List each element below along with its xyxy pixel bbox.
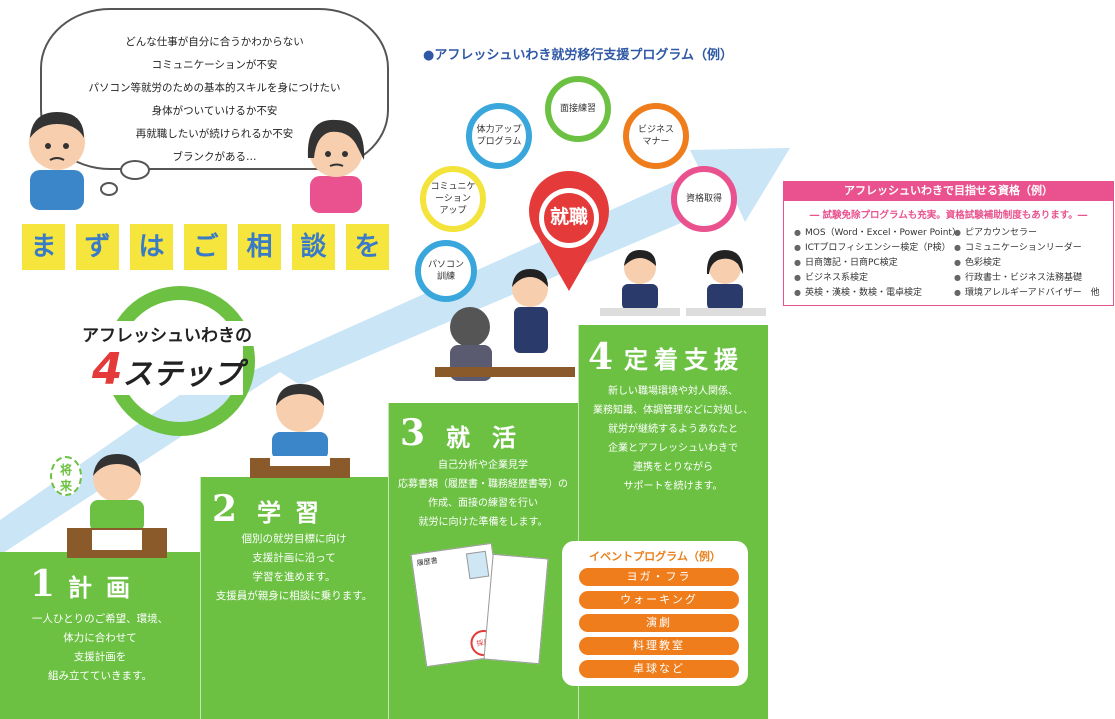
future-badge: 将 来 bbox=[50, 456, 82, 496]
bubble-puff bbox=[100, 182, 118, 196]
certification-item: 行政書士・ビジネス法務基礎 bbox=[954, 270, 1082, 283]
four-step-title: 4ステップ bbox=[92, 344, 243, 395]
event-item: 演劇 bbox=[579, 614, 739, 632]
event-item: 料理教室 bbox=[579, 637, 739, 655]
worry-text: 身体がついていけるか不安 bbox=[151, 105, 278, 117]
worry-text: 再就職したいが続けられるか不安 bbox=[135, 128, 294, 140]
certification-item: ピアカウンセラー bbox=[954, 225, 1037, 238]
step-title: 就活 bbox=[446, 424, 538, 452]
worry-text: どんな仕事が自分に合うかわからない bbox=[125, 36, 304, 48]
certifications-box: ― 試験免除プログラムも充実。資格試験補助制度もあります。― MOS（Word・… bbox=[783, 201, 1114, 306]
four-step-word: ステップ bbox=[122, 357, 243, 392]
step-block-2 bbox=[200, 477, 388, 719]
four-step-number: 4 bbox=[92, 344, 123, 395]
headline-char: ご bbox=[184, 224, 227, 270]
program-item-interview: 面接練習 bbox=[545, 76, 611, 142]
goal-pin-icon bbox=[529, 171, 609, 291]
step-title: 学習 bbox=[257, 499, 333, 527]
certification-item: ICTプロフィシエンシー検定（P検） bbox=[794, 240, 951, 253]
headline-char: ま bbox=[22, 224, 65, 270]
studying-person-illustration bbox=[250, 384, 350, 478]
worry-text: パソコン等就労のための基本的スキルを身につけたい bbox=[88, 82, 341, 94]
worried-man-illustration bbox=[29, 112, 85, 210]
step-title: 計画 bbox=[68, 574, 144, 602]
certification-item: MOS（Word・Excel・Power Point） bbox=[794, 225, 961, 238]
headline-char: ず bbox=[76, 224, 119, 270]
future-char: 来 bbox=[59, 479, 72, 493]
goal-label: 就職 bbox=[549, 206, 588, 228]
certification-item: 環境アレルギーアドバイザー 他 bbox=[954, 285, 1100, 298]
event-item: 卓球など bbox=[579, 660, 739, 678]
worried-woman-illustration bbox=[307, 119, 365, 213]
program-title: ●アフレッシュいわき就労移行支援プログラム（例） bbox=[423, 48, 733, 63]
certification-item: 英検・漢検・数検・電卓検定 bbox=[794, 285, 922, 298]
consult-headline: ま ず は ご 相 談 を bbox=[22, 224, 389, 270]
four-step-line1: アフレッシュいわきの bbox=[80, 321, 254, 346]
event-program-title: イベントプログラム（例） bbox=[589, 550, 721, 563]
step-block-1 bbox=[0, 552, 200, 719]
headline-char: 相 bbox=[238, 224, 281, 270]
event-item: ヨガ・フラ bbox=[579, 568, 739, 586]
step-description: 一人ひとりのご希望、環境、 体力に合わせて 支援計画を 組み立てていきます。 bbox=[31, 613, 169, 682]
program-item-fitness: 体力アップ プログラム bbox=[466, 103, 532, 169]
worry-text: ブランクがある… bbox=[172, 151, 257, 163]
certification-item: 日商簿記・日商PC検定 bbox=[794, 255, 898, 268]
certifications-subheading: ― 試験免除プログラムも充実。資格試験補助制度もあります。― bbox=[809, 210, 1088, 221]
program-item-certification: 資格取得 bbox=[671, 166, 737, 232]
headline-char: は bbox=[130, 224, 173, 270]
certifications-heading: アフレッシュいわきで目指せる資格（例） bbox=[783, 181, 1114, 201]
certification-item: ビジネス系検定 bbox=[794, 270, 868, 283]
program-item-business-manner: ビジネス マナー bbox=[623, 103, 689, 169]
program-item-communication: コミュニケーション アップ bbox=[420, 166, 486, 232]
step-number: 3 bbox=[400, 412, 426, 454]
worry-text: コミュニケーションが不安 bbox=[151, 59, 278, 71]
planning-person-illustration bbox=[67, 454, 167, 558]
support-staff-illustration bbox=[600, 250, 766, 316]
step-description: 自己分析や企業見学 応募書類（履歴書・職務経歴書等）の 作成、面接の練習を行い … bbox=[398, 460, 568, 528]
certification-item: 色彩検定 bbox=[954, 255, 1001, 268]
event-program-box: イベントプログラム（例） ヨガ・フラ ウォーキング 演劇 料理教室 卓球など bbox=[562, 541, 748, 686]
headline-char: を bbox=[346, 224, 389, 270]
step-number: 2 bbox=[212, 488, 238, 530]
resume-photo bbox=[465, 550, 490, 580]
work-history-document bbox=[483, 553, 549, 665]
certification-item: コミュニケーションリーダー bbox=[954, 240, 1082, 253]
step-number: 1 bbox=[30, 563, 56, 605]
step-divider bbox=[388, 403, 389, 719]
step-description: 新しい職場環境や対人関係、 業務知識、体調管理などに対処し、 就労が継続するよう… bbox=[593, 386, 753, 492]
interview-scene-illustration bbox=[435, 269, 575, 381]
event-item: ウォーキング bbox=[579, 591, 739, 609]
step-number: 4 bbox=[588, 336, 614, 378]
bubble-puff bbox=[120, 160, 150, 180]
headline-char: 談 bbox=[292, 224, 335, 270]
program-item-pc-training: パソコン 訓練 bbox=[415, 240, 477, 302]
step-title: 定着支援 bbox=[624, 346, 744, 374]
step-divider bbox=[578, 325, 579, 719]
step-description: 個別の就労目標に向け 支援計画に沿って 学習を進めます。 支援員が親身に相談に乗… bbox=[215, 533, 373, 602]
step-divider bbox=[200, 477, 201, 719]
future-char: 将 bbox=[59, 463, 72, 477]
